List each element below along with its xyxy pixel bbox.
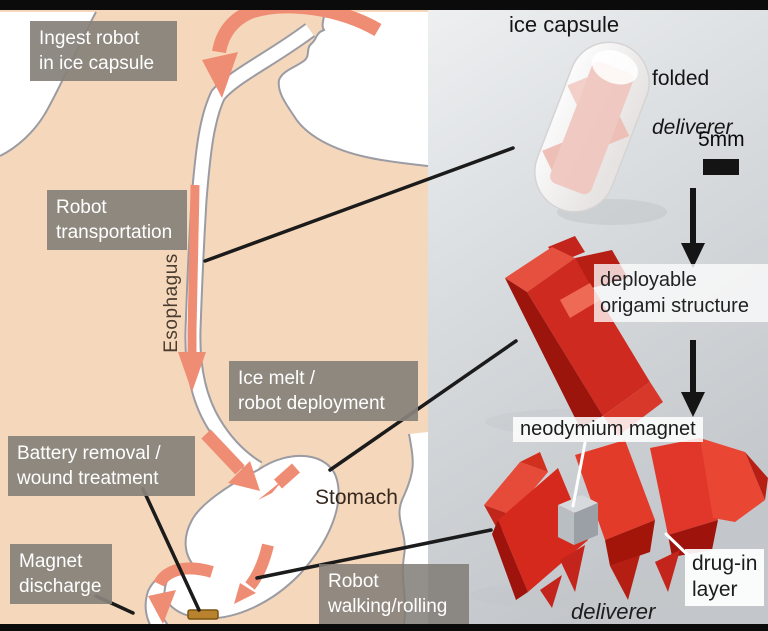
label-ice-melt: Ice melt / robot deployment: [229, 361, 418, 422]
letterbox-bar-bottom: [0, 624, 768, 631]
flow-arrow-origami-to-deliverer: [681, 340, 705, 417]
label-ingest-robot: Ingest robot in ice capsule: [30, 21, 177, 82]
label-ice-capsule: ice capsule: [509, 12, 620, 37]
flow-arrow-capsule-to-origami: [681, 188, 705, 268]
label-neodymium-magnet: neodymium magnet: [513, 417, 703, 442]
stomach-flow-arrows: [234, 463, 300, 604]
background-top-right: [278, 12, 428, 166]
pointer-magnet: [571, 441, 587, 508]
label-folded-line1: folded: [652, 66, 710, 90]
ice-capsule-render: [534, 41, 667, 225]
connector-stomach-origami: [328, 339, 518, 472]
label-magnet-discharge: Magnet discharge: [10, 544, 112, 605]
esophagus-tube: [184, 23, 316, 477]
label-deliverer: deliverer: [571, 599, 656, 624]
connector-walking-deliverer: [255, 528, 493, 580]
label-deployable-origami: deployable origami structure: [594, 264, 768, 322]
label-robot-transportation: Robot transportation: [47, 190, 187, 251]
label-battery-removal: Battery removal / wound treatment: [8, 436, 195, 497]
connector-esophagus-capsule: [203, 146, 515, 263]
magnet-cube: [558, 495, 598, 545]
origami-deployed-render: [470, 438, 768, 611]
label-stomach: Stomach: [315, 486, 398, 509]
face-profile-outline: [277, 11, 429, 167]
label-drug-in-layer: drug-in layer: [685, 549, 765, 606]
body-diagram: [0, 0, 429, 631]
label-esophagus: Esophagus: [161, 253, 182, 353]
label-folded-line2: deliverer: [652, 116, 733, 140]
label-folded-deliverer: folded deliverer: [652, 42, 733, 166]
label-scale-5mm: 5mm: [698, 128, 745, 151]
connector-battery-robot: [141, 487, 201, 612]
letterbox-bar-top: [0, 0, 768, 10]
scale-bar: [703, 159, 739, 175]
esophagus-flow-arrows: [178, 352, 260, 491]
magnet-exit-arrow: [148, 562, 214, 624]
label-robot-walking: Robot walking/rolling: [319, 564, 469, 625]
robot-in-stomach: [187, 609, 219, 620]
